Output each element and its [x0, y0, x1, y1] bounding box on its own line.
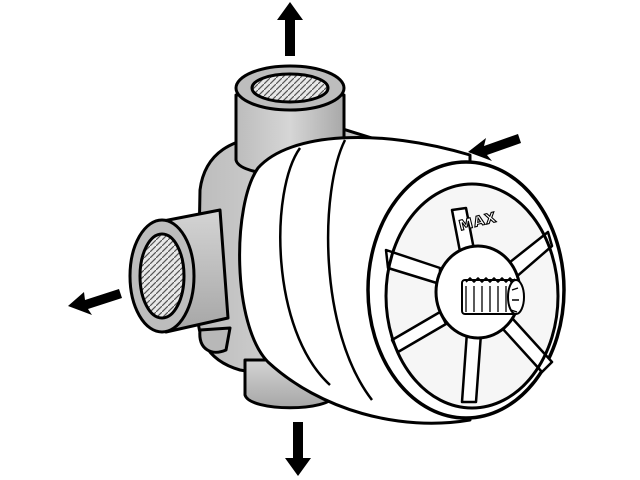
cartridge-face — [366, 160, 566, 420]
arrow-down-icon — [285, 422, 311, 476]
arrow-up-icon — [277, 2, 303, 56]
mounting-lug — [198, 326, 232, 354]
top-outlet-thread — [250, 72, 330, 104]
splined-spindle — [461, 277, 525, 315]
left-outlet-thread — [138, 232, 186, 320]
arrow-left-icon — [68, 289, 122, 315]
flow-arrows — [68, 2, 521, 476]
arrow-in-icon — [468, 134, 521, 161]
